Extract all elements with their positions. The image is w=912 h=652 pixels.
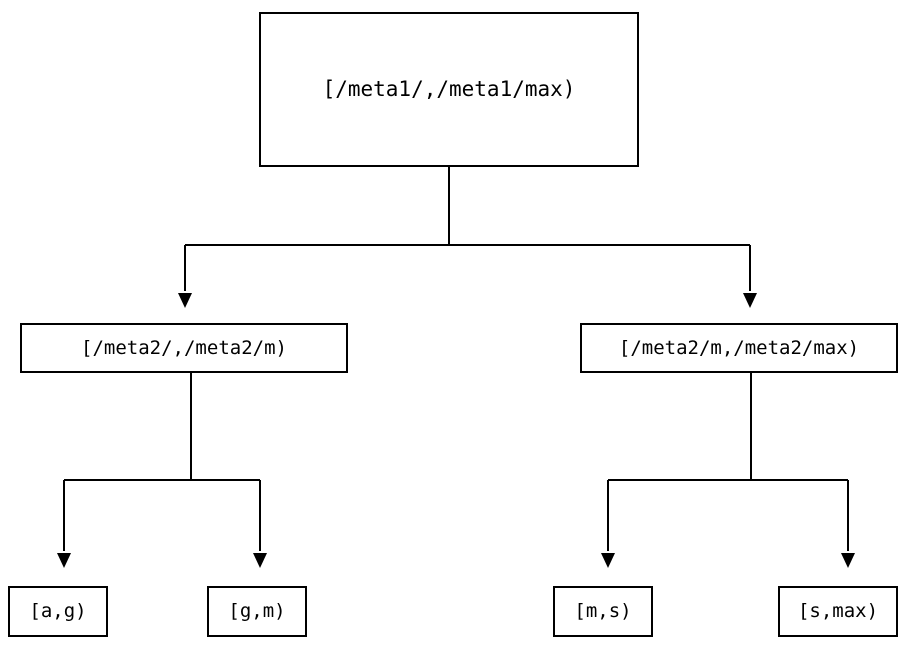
- tree-node-root[interactable]: [/meta1/,/meta1/max): [259, 12, 639, 167]
- tree-node-leaf-ms-label: [m,s): [574, 600, 632, 622]
- tree-node-leaf-ag[interactable]: [a,g): [8, 586, 108, 637]
- arrowhead-to-meta2-high: [743, 293, 757, 308]
- tree-node-leaf-ms[interactable]: [m,s): [553, 586, 653, 637]
- tree-node-leaf-gm-label: [g,m): [228, 600, 286, 622]
- arrowhead-to-leaf-smax: [841, 553, 855, 568]
- tree-node-leaf-smax-label: [s,max): [797, 600, 879, 622]
- tree-node-leaf-ag-label: [a,g): [29, 600, 87, 622]
- tree-node-meta2-high[interactable]: [/meta2/m,/meta2/max): [580, 323, 898, 373]
- arrowhead-to-leaf-gm: [253, 553, 267, 568]
- tree-node-leaf-gm[interactable]: [g,m): [207, 586, 307, 637]
- arrowhead-group: [57, 293, 855, 568]
- tree-node-meta2-high-label: [/meta2/m,/meta2/max): [618, 336, 860, 359]
- arrowhead-to-leaf-ms: [601, 553, 615, 568]
- arrowhead-to-leaf-ag: [57, 553, 71, 568]
- tree-node-meta2-low-label: [/meta2/,/meta2/m): [81, 336, 287, 359]
- tree-node-meta2-low[interactable]: [/meta2/,/meta2/m): [20, 323, 348, 373]
- tree-node-leaf-smax[interactable]: [s,max): [778, 586, 898, 637]
- arrowhead-to-meta2-low: [178, 293, 192, 308]
- tree-node-root-label: [/meta1/,/meta1/max): [322, 77, 576, 101]
